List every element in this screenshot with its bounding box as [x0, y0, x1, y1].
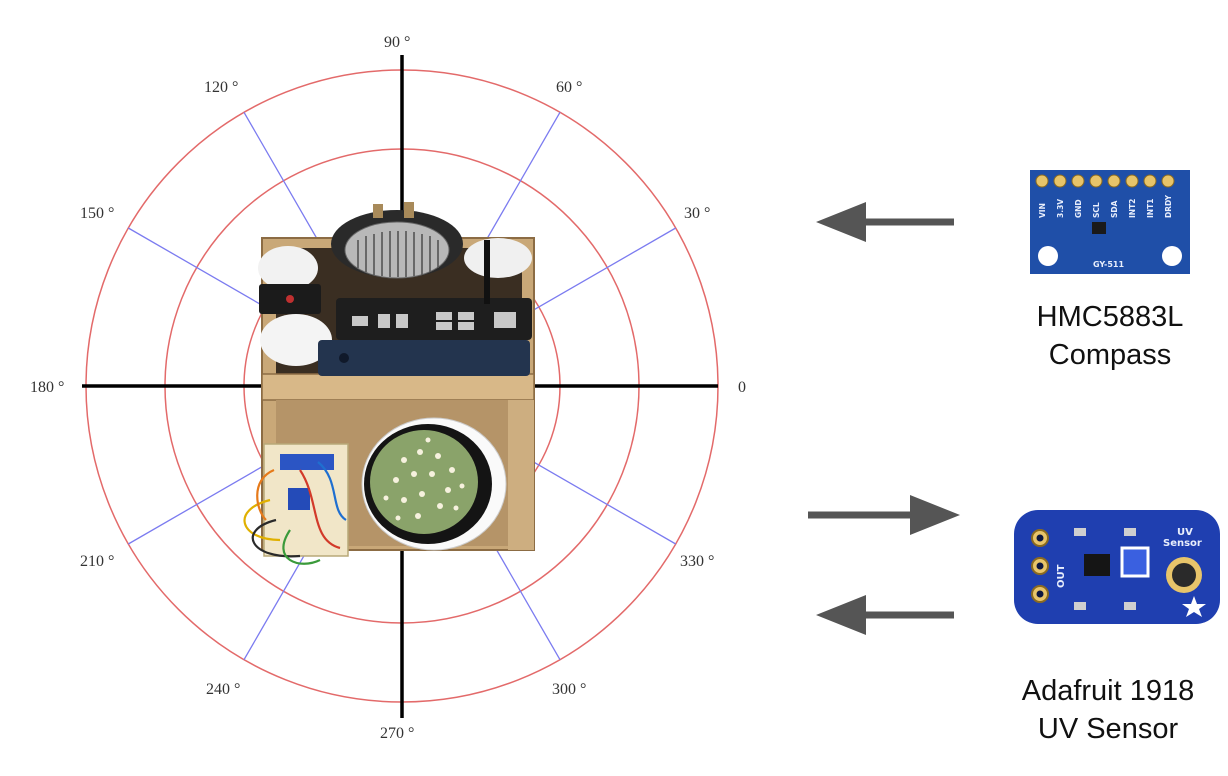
- uv-sensor-star-icon: [1182, 596, 1206, 617]
- uv-sensor-resistor-4: [1124, 602, 1136, 610]
- uv-sensor-pcb: [1014, 510, 1220, 624]
- uv-sensor-pin-text: OUT: [1056, 564, 1067, 588]
- cotton-right: [464, 238, 532, 278]
- compass-board: VIN 3.3V GND SCL SDA INT2 INT1 DRDY GY-5…: [1030, 170, 1190, 274]
- angle-label-210: 210 °: [80, 553, 114, 570]
- compass-pin-pads: [1035, 174, 1175, 188]
- angle-label-150: 150 °: [80, 205, 114, 222]
- cactus: [370, 430, 478, 534]
- compass-label-line2: Compass: [1049, 339, 1172, 371]
- computer-ports: [352, 312, 516, 330]
- angle-label-180: 180 °: [30, 379, 64, 396]
- uv-sensor-resistor-2: [1124, 528, 1136, 536]
- pin-label-int1: INT1: [1146, 199, 1155, 218]
- compass-chip: [1092, 222, 1106, 234]
- uv-sensor-chip: [1084, 554, 1110, 576]
- power-bank-button: [339, 353, 349, 363]
- angle-label-120: 120 °: [204, 79, 238, 96]
- uv-sensor-led: [1120, 546, 1150, 578]
- uv-sensor-board-text-1: UV: [1177, 527, 1193, 538]
- pin-label-vin: VIN: [1038, 203, 1047, 218]
- uv-sensor-board: OUT UV Sensor: [1014, 510, 1220, 624]
- uv-sensor-resistor-3: [1074, 602, 1086, 610]
- angle-label-60: 60 °: [556, 79, 582, 96]
- antenna: [484, 240, 490, 304]
- compass-pin-labels: VIN 3.3V GND SCL SDA INT2 INT1 DRDY: [1038, 194, 1173, 218]
- pin-label-gnd: GND: [1074, 199, 1083, 218]
- battery-led: [286, 295, 294, 303]
- compass-board-text: GY-511: [1093, 260, 1124, 269]
- microcontroller: [280, 454, 334, 470]
- uv-sensor-photodiode: [1172, 563, 1196, 587]
- pin-label-sda: SDA: [1110, 200, 1119, 218]
- angle-label-270: 270 °: [380, 725, 414, 742]
- pin-label-drdy: DRDY: [1164, 194, 1173, 218]
- cotton-left: [258, 246, 318, 290]
- uv-sensor-resistor-1: [1074, 528, 1086, 536]
- angle-label-300: 300 °: [552, 681, 586, 698]
- fan-knob-right: [404, 202, 414, 218]
- power-bank: [318, 340, 530, 376]
- arrows: [808, 202, 960, 635]
- uv-sensor-pin-holes: [1036, 534, 1044, 598]
- angle-label-240: 240 °: [206, 681, 240, 698]
- fan-fins: [357, 231, 439, 277]
- fan-knob-left: [373, 204, 383, 218]
- compass-mount-hole-right: [1162, 246, 1182, 266]
- angle-label-30: 30 °: [684, 205, 710, 222]
- angle-labels: 0 30 ° 60 ° 90 ° 120 ° 150 ° 180 ° 210 °…: [30, 34, 746, 742]
- cotton-lower-left: [260, 314, 332, 366]
- angle-label-0: 0: [738, 379, 746, 396]
- box-side-panel: [508, 400, 534, 550]
- compass-mount-hole-left: [1038, 246, 1058, 266]
- fan-grille: [344, 221, 450, 279]
- uv-sensor-label-line2: UV Sensor: [1038, 713, 1179, 745]
- uv-sensor-board-text-2: Sensor: [1163, 538, 1202, 549]
- cactus-spines: [383, 437, 465, 521]
- arrow-compass-to-plot: [816, 202, 954, 242]
- arrow-uv-sensor-to-plot: [816, 595, 954, 635]
- angle-label-330: 330 °: [680, 553, 714, 570]
- compass-label-line1: HMC5883L: [1037, 301, 1184, 333]
- jumper-wires: [243, 461, 347, 565]
- pin-label-scl: SCL: [1092, 202, 1101, 218]
- angle-label-90: 90 °: [384, 34, 410, 51]
- device-photo: [243, 202, 535, 565]
- uv-module-on-board: [288, 488, 310, 510]
- uv-sensor-label-line1: Adafruit 1918: [1022, 675, 1195, 707]
- arrow-plot-to-uv-sensor: [808, 495, 960, 535]
- pin-label-3v3: 3.3V: [1056, 199, 1065, 218]
- computer-case: [336, 298, 532, 340]
- pin-label-int2: INT2: [1128, 199, 1137, 218]
- box-shelf: [261, 373, 535, 401]
